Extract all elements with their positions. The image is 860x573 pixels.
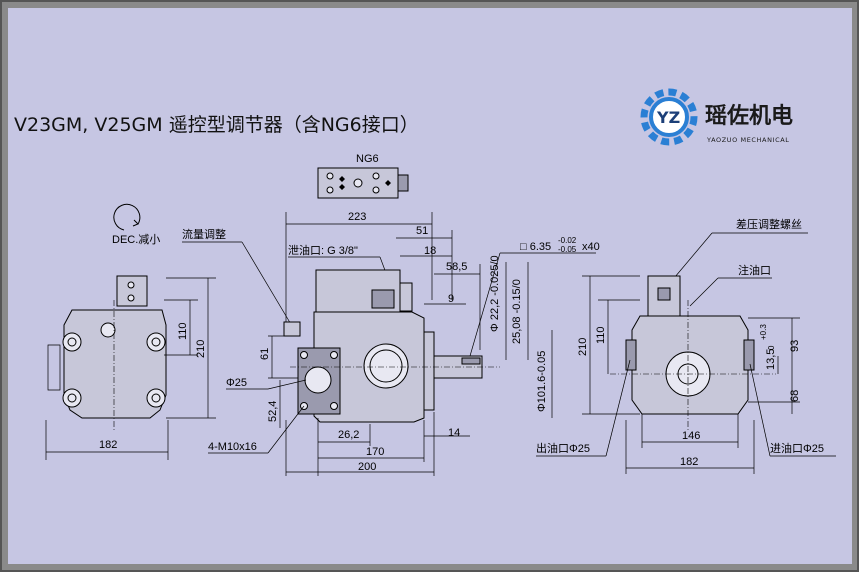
flow-adjust-label: 流量调整	[182, 227, 226, 241]
shaft-key-upper: -0.02	[558, 236, 577, 245]
side-dim-51: 51	[416, 225, 428, 237]
side-dim-26-2: 26,2	[338, 429, 359, 441]
dec-label: DEC.减小	[112, 233, 160, 246]
right-dim-0: 0	[767, 345, 776, 350]
side-bolts-label: 4-M10x16	[208, 441, 257, 453]
shaft-dimensions: □ 6.35 -0.02 -0.05 x40 Φ 22,2 -0.025/0 2…	[469, 236, 600, 418]
right-dim-93: 93	[789, 340, 801, 352]
shaft-key-main: □ 6.35	[520, 241, 551, 253]
side-dim-61: 61	[259, 348, 271, 360]
brand-logo: YZ 瑶佐机电 YAOZUO MECHANICAL	[640, 88, 793, 146]
shaft-dia-25: 25,08 -0.15/0	[511, 279, 523, 344]
ng6-label: NG6	[356, 153, 379, 165]
left-dim-210: 210	[195, 340, 207, 358]
pressure-screw-label: 差压调整螺丝	[736, 217, 802, 231]
side-dim-58-5: 58,5	[446, 261, 467, 273]
oil-inlet-label: 注油口	[738, 263, 771, 277]
logo-subtitle: YAOZUO MECHANICAL	[706, 136, 789, 144]
inlet-label: 进油口Φ25	[770, 441, 824, 455]
shaft-key-tail: x40	[582, 241, 600, 253]
right-dim-13-5: 13,5	[765, 349, 777, 370]
logo-name: 瑶佐机电	[705, 103, 793, 129]
right-dim-210: 210	[577, 338, 589, 356]
right-dim-146: 146	[682, 430, 700, 442]
right-view: 差压调整螺丝 注油口 210 110 +0.3 0 13,5 93 6	[536, 217, 836, 474]
svg-text:YZ: YZ	[656, 108, 680, 127]
outlet-label: 出油口Φ25	[536, 441, 590, 455]
side-view: NG6 223 泄油口: G 3/8" 流量调整	[182, 153, 500, 476]
left-dim-182: 182	[99, 439, 117, 451]
side-phi25-label: Φ25	[226, 377, 247, 389]
side-dim-52-4: 52,4	[267, 401, 279, 422]
right-dim-182: 182	[680, 456, 698, 468]
drawing-background	[8, 8, 852, 564]
side-dim-170: 170	[366, 446, 384, 458]
side-dim-14: 14	[448, 427, 460, 439]
left-view: DEC.减小 110 210 182	[45, 203, 216, 460]
right-dim-plus03: +0.3	[759, 324, 768, 340]
side-dim-18: 18	[424, 245, 436, 257]
shaft-key-lower: -0.05	[558, 245, 577, 254]
right-dim-68: 68	[789, 390, 801, 402]
right-dim-110: 110	[595, 326, 607, 344]
shaft-dia-22: Φ 22,2 -0.025/0	[489, 255, 501, 332]
dec-rotation-arrow	[113, 203, 141, 231]
left-dim-110: 110	[177, 322, 189, 340]
side-dim-200: 200	[358, 461, 376, 473]
side-dim-223: 223	[348, 211, 366, 223]
shaft-dia-101: Φ101.6-0.05	[536, 351, 548, 412]
side-dim-9: 9	[448, 293, 454, 305]
drawing-title: V23GM, V25GM 遥控型调节器（含NG6接口）	[14, 114, 419, 136]
drain-port-label: 泄油口: G 3/8"	[288, 243, 358, 257]
gear-icon: YZ	[640, 88, 698, 146]
